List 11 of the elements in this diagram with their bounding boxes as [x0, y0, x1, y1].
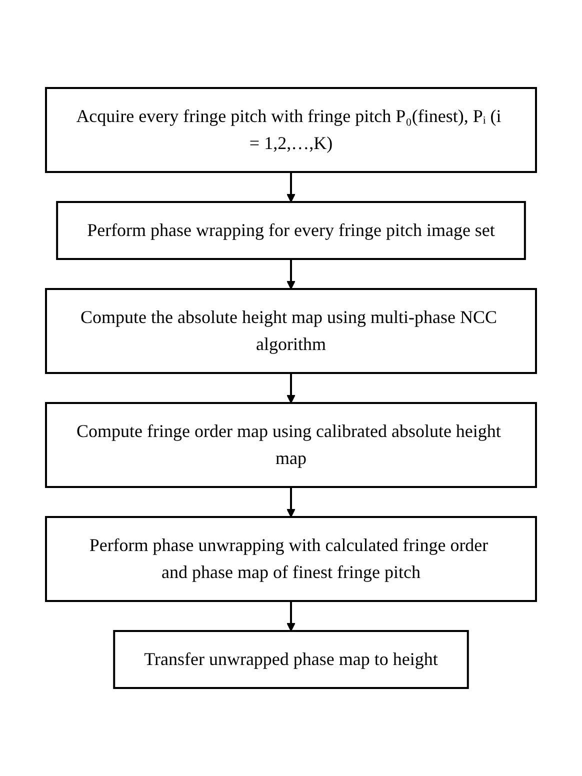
arrow [286, 259, 296, 290]
node-box: Acquire every fringe pitch with fringe pitch P₀(finest), Pᵢ (i = 1,2,…,K) [45, 87, 537, 173]
node-box: Perform phase wrapping for every fringe pitch image set [56, 201, 526, 260]
node-box: Compute fringe order map using calibrated absolute height map [45, 402, 537, 488]
node-box: Perform phase unwrapping with calculated fringe order and phase map of finest fringe pitch [45, 516, 537, 602]
node-box: Compute the absolute height map using multi-phase NCC algorithm [45, 288, 537, 374]
arrow [286, 373, 296, 404]
arrow [286, 487, 296, 518]
arrow [286, 601, 296, 632]
node-box: Transfer unwrapped phase map to height [113, 630, 469, 689]
arrow [286, 172, 296, 202]
